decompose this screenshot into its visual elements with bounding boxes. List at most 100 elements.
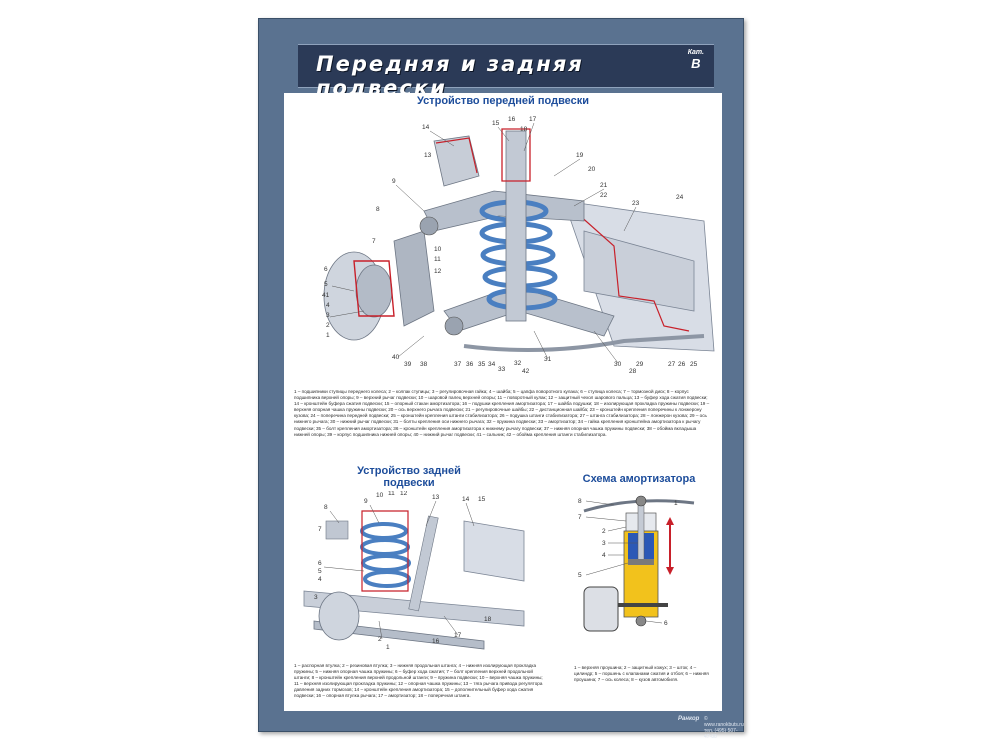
lower-eye xyxy=(635,615,647,627)
rear-spring-section-red xyxy=(361,510,409,592)
shock-label-3: 3 xyxy=(602,540,606,547)
rear-suspension-diagram: 8 9 10 11 12 13 14 15 7 6 5 4 3 2 1 16 1… xyxy=(303,491,525,651)
rear-callouts: 8 9 10 11 12 13 14 15 7 6 5 4 3 2 1 16 1… xyxy=(314,491,492,651)
lower-ball-joint xyxy=(444,316,464,336)
front-label-2: 2 xyxy=(326,322,330,329)
front-label-23: 23 xyxy=(632,200,640,207)
rear-label-6: 6 xyxy=(318,560,322,567)
shock-scheme-diagram: 8 7 1 2 3 4 5 6 xyxy=(578,495,695,632)
front-label-6: 6 xyxy=(324,266,328,273)
category-label: Кат. xyxy=(687,49,704,56)
red-contour-rail xyxy=(568,205,690,332)
front-label-35: 35 xyxy=(478,361,486,368)
front-label-37: 37 xyxy=(454,361,462,368)
hub-section-red xyxy=(353,260,395,317)
front-label-39: 39 xyxy=(404,361,412,368)
front-legend: 1 – подшипники ступицы переднего колеса;… xyxy=(294,389,710,437)
arrow-head-up xyxy=(666,517,674,525)
rear-label-16: 16 xyxy=(432,638,440,645)
front-label-36: 36 xyxy=(466,361,474,368)
front-label-4: 4 xyxy=(326,302,330,309)
front-label-14: 14 xyxy=(422,124,430,131)
rear-label-12: 12 xyxy=(400,491,408,497)
front-suspension-title: Устройство передней подвески xyxy=(416,95,590,107)
rear-label-3: 3 xyxy=(314,594,318,601)
rear-label-9: 9 xyxy=(364,498,368,505)
front-label-25: 25 xyxy=(690,361,698,368)
front-label-21: 21 xyxy=(600,182,608,189)
front-label-19: 19 xyxy=(576,152,584,159)
rear-title-line2: подвески xyxy=(383,477,435,489)
crossmember xyxy=(583,230,695,312)
rear-label-13: 13 xyxy=(432,494,440,501)
shock-label-5: 5 xyxy=(578,572,582,579)
shock-leader-lines xyxy=(585,500,663,624)
content-panel: Устройство передней подвески xyxy=(284,93,722,711)
front-label-32: 32 xyxy=(514,360,522,367)
rear-label-4: 4 xyxy=(318,576,322,583)
front-label-8: 8 xyxy=(376,206,380,213)
upper-ball-joint xyxy=(419,216,439,236)
piston-rod xyxy=(637,500,645,564)
rear-label-18: 18 xyxy=(484,616,492,623)
front-label-34: 34 xyxy=(488,361,496,368)
shock-label-2: 2 xyxy=(602,528,606,535)
rear-label-11: 11 xyxy=(388,491,395,497)
stabilizer-bar xyxy=(463,334,705,352)
front-label-42: 42 xyxy=(522,368,530,375)
front-label-41: 41 xyxy=(322,292,330,299)
category-value: В xyxy=(691,56,701,71)
front-label-30: 30 xyxy=(614,361,622,368)
shock-legend: 1 – верхняя проушина; 2 – защитный кожух… xyxy=(574,665,709,683)
front-label-29: 29 xyxy=(636,361,644,368)
steering-knuckle xyxy=(393,230,435,327)
piston xyxy=(628,559,654,565)
front-label-28: 28 xyxy=(629,368,637,375)
front-label-16: 16 xyxy=(508,116,516,123)
front-label-1: 1 xyxy=(326,332,330,339)
shock-label-6: 6 xyxy=(664,620,668,627)
shock-section-red xyxy=(501,128,531,182)
front-label-38: 38 xyxy=(420,361,428,368)
bump-stop-bracket xyxy=(433,135,480,187)
rear-label-5: 5 xyxy=(318,568,322,575)
front-label-40: 40 xyxy=(392,354,400,361)
front-suspension-diagram: 14 13 15 16 17 18 19 20 21 22 23 24 9 8 … xyxy=(322,116,715,375)
title-banner: Передняя и задняя подвески Кат. В xyxy=(298,44,714,100)
rear-label-15: 15 xyxy=(478,496,486,503)
publisher-contact: © www.ranokbuts.ru тел. (495) 507-47-00 xyxy=(704,716,744,740)
front-label-20: 20 xyxy=(588,166,596,173)
front-label-26: 26 xyxy=(678,361,686,368)
hub xyxy=(355,264,393,318)
front-leader-lines xyxy=(329,122,637,364)
rear-label-14: 14 xyxy=(462,496,470,503)
publisher-logo: Ранкор xyxy=(678,716,700,722)
front-label-9: 9 xyxy=(392,178,396,185)
front-label-10: 10 xyxy=(434,246,442,253)
rear-label-8: 8 xyxy=(324,504,328,511)
shock-label-7: 7 xyxy=(578,514,582,521)
rear-suspension-title: Устройство задней подвески xyxy=(344,465,474,489)
front-label-11: 11 xyxy=(434,256,441,263)
front-label-18: 18 xyxy=(520,126,528,133)
rear-coil-spring xyxy=(360,522,411,588)
front-label-24: 24 xyxy=(676,194,684,201)
front-label-15: 15 xyxy=(492,120,500,127)
rear-label-17: 17 xyxy=(454,632,462,639)
rear-leader-lines xyxy=(323,500,475,640)
rear-pressure-regulator xyxy=(325,520,349,540)
shock-label-4: 4 xyxy=(602,552,606,559)
rear-bracket xyxy=(463,520,525,582)
rear-label-2: 2 xyxy=(378,636,382,643)
rear-label-1: 1 xyxy=(386,644,390,651)
poster: Передняя и задняя подвески Кат. В Устрой… xyxy=(258,18,744,740)
front-label-3: 3 xyxy=(326,312,330,319)
rear-title-line1: Устройство задней xyxy=(357,465,461,477)
front-label-13: 13 xyxy=(424,152,432,159)
front-label-5: 5 xyxy=(324,281,328,288)
shock-callouts: 8 7 1 2 3 4 5 6 xyxy=(578,498,678,627)
rear-label-7: 7 xyxy=(318,526,322,533)
arrow-head-down xyxy=(666,567,674,575)
rear-hub xyxy=(318,591,360,641)
front-label-22: 22 xyxy=(600,192,608,199)
